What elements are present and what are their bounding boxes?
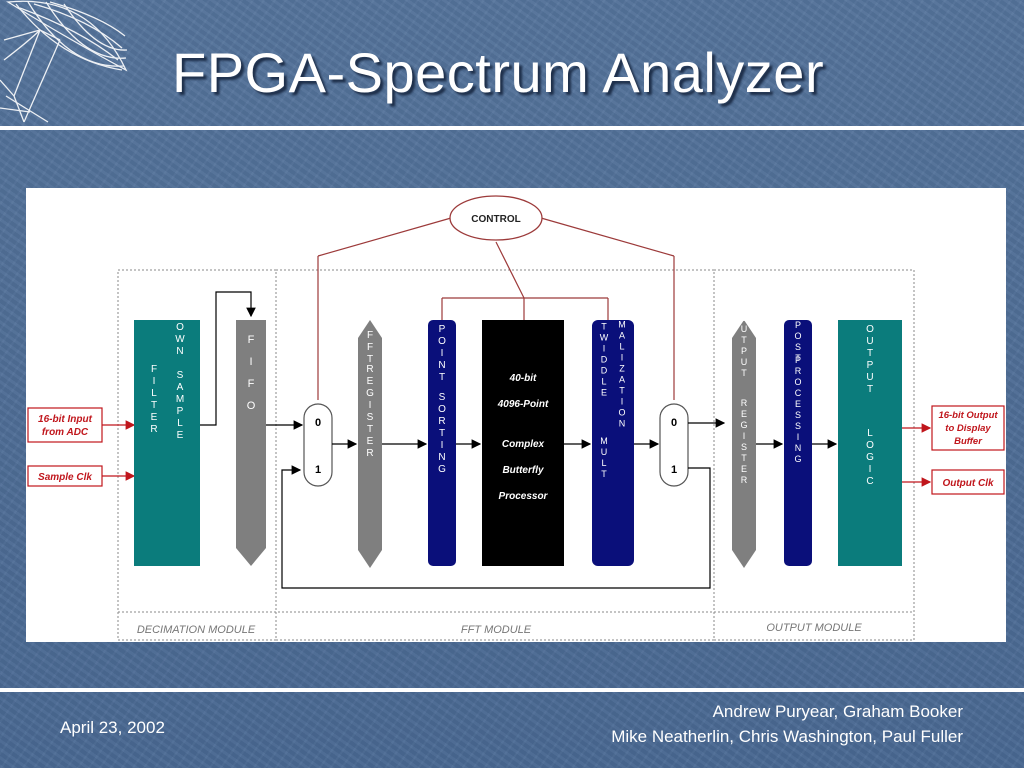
processor-line-5: Processor	[499, 491, 549, 502]
post-processing-label-a: POST	[793, 320, 803, 364]
input-mux-0: 0	[315, 417, 321, 429]
display-output-label-2: to Display	[945, 423, 991, 434]
fft-register-label-b: REGISTER	[365, 364, 376, 460]
adc-input-label-2: from ADC	[42, 427, 89, 438]
fifo-block	[236, 320, 266, 566]
point-sorting-label-a: POINT	[437, 324, 448, 384]
twiddle-mult-block	[592, 320, 634, 566]
authors-line-1: Andrew Puryear, Graham Booker	[712, 702, 963, 721]
output-logic-label-a: OUTPUT	[865, 324, 876, 396]
processor-line-3: Complex	[502, 439, 545, 450]
input-mux-1: 1	[315, 464, 321, 476]
processor-line-4: Butterfly	[502, 465, 544, 476]
filter-block	[134, 320, 200, 566]
filter-label: FILTER	[149, 364, 160, 436]
feedback-loop	[281, 465, 711, 589]
decimation-module-label: DECIMATION MODULE	[137, 624, 256, 636]
mult-label: MULT	[599, 436, 609, 480]
output-register-label-b: REGISTER	[739, 398, 749, 486]
output-mux-1: 1	[671, 464, 677, 476]
fft-register-block	[358, 320, 382, 568]
control-ellipse	[449, 195, 543, 241]
output-register-block	[732, 320, 756, 568]
display-output-label-3: Buffer	[954, 436, 983, 447]
output-module-label: OUTPUT MODULE	[766, 622, 862, 634]
display-output-label-1: 16-bit Output	[938, 410, 998, 421]
slide-title: FPGA-Spectrum Analyzer	[172, 41, 825, 104]
processor-line-1: 40-bit	[509, 373, 537, 384]
butterfly-processor-block	[482, 320, 564, 566]
presentation-date: April 23, 2002	[60, 718, 165, 737]
fpga-block-diagram: DECIMATION MODULE FFT MODULE OUTPUT MODU…	[27, 195, 1005, 641]
display-output-box	[931, 405, 1005, 451]
block-diagram-panel: DECIMATION MODULE FFT MODULE OUTPUT MODU…	[26, 188, 1006, 642]
title-rule	[0, 126, 1024, 130]
output-clk-label: Output Clk	[942, 478, 994, 489]
module-boxes	[117, 269, 915, 641]
twiddle-label: TWIDDLE	[599, 322, 609, 399]
output-mux	[659, 403, 689, 487]
point-sorting-block	[428, 320, 456, 566]
sample-clk-label: Sample Clk	[38, 472, 92, 483]
post-processing-block	[784, 320, 812, 566]
down-sample-label: DOWN SAMPLE	[174, 310, 185, 442]
processor-line-2: 4096-Point	[497, 399, 549, 410]
post-processing-label-b: PROCESSING	[793, 355, 803, 465]
authors-line-2: Mike Neatherlin, Chris Washington, Paul …	[611, 727, 963, 746]
control-label: CONTROL	[471, 214, 520, 225]
control-lines	[317, 217, 675, 400]
fft-module-label: FFT MODULE	[461, 624, 532, 636]
point-sorting-label-b: SORTING	[437, 392, 448, 476]
fifo-label: FIFO	[245, 334, 257, 422]
footer-rule	[0, 688, 1024, 692]
fft-register-label-a: FFT	[365, 330, 376, 366]
output-mux-0: 0	[671, 417, 677, 429]
adc-input-label-1: 16-bit Input	[38, 414, 93, 425]
output-logic-label-b: LOGIC	[865, 428, 876, 488]
output-clk-box	[931, 469, 1005, 495]
output-register-label-a: OUTPUT	[739, 313, 749, 379]
output-logic-block	[838, 320, 902, 566]
radio-telescope-dish-icon	[0, 0, 128, 123]
normalization-label: NORMALIZATION	[617, 287, 627, 430]
input-mux	[303, 403, 333, 487]
